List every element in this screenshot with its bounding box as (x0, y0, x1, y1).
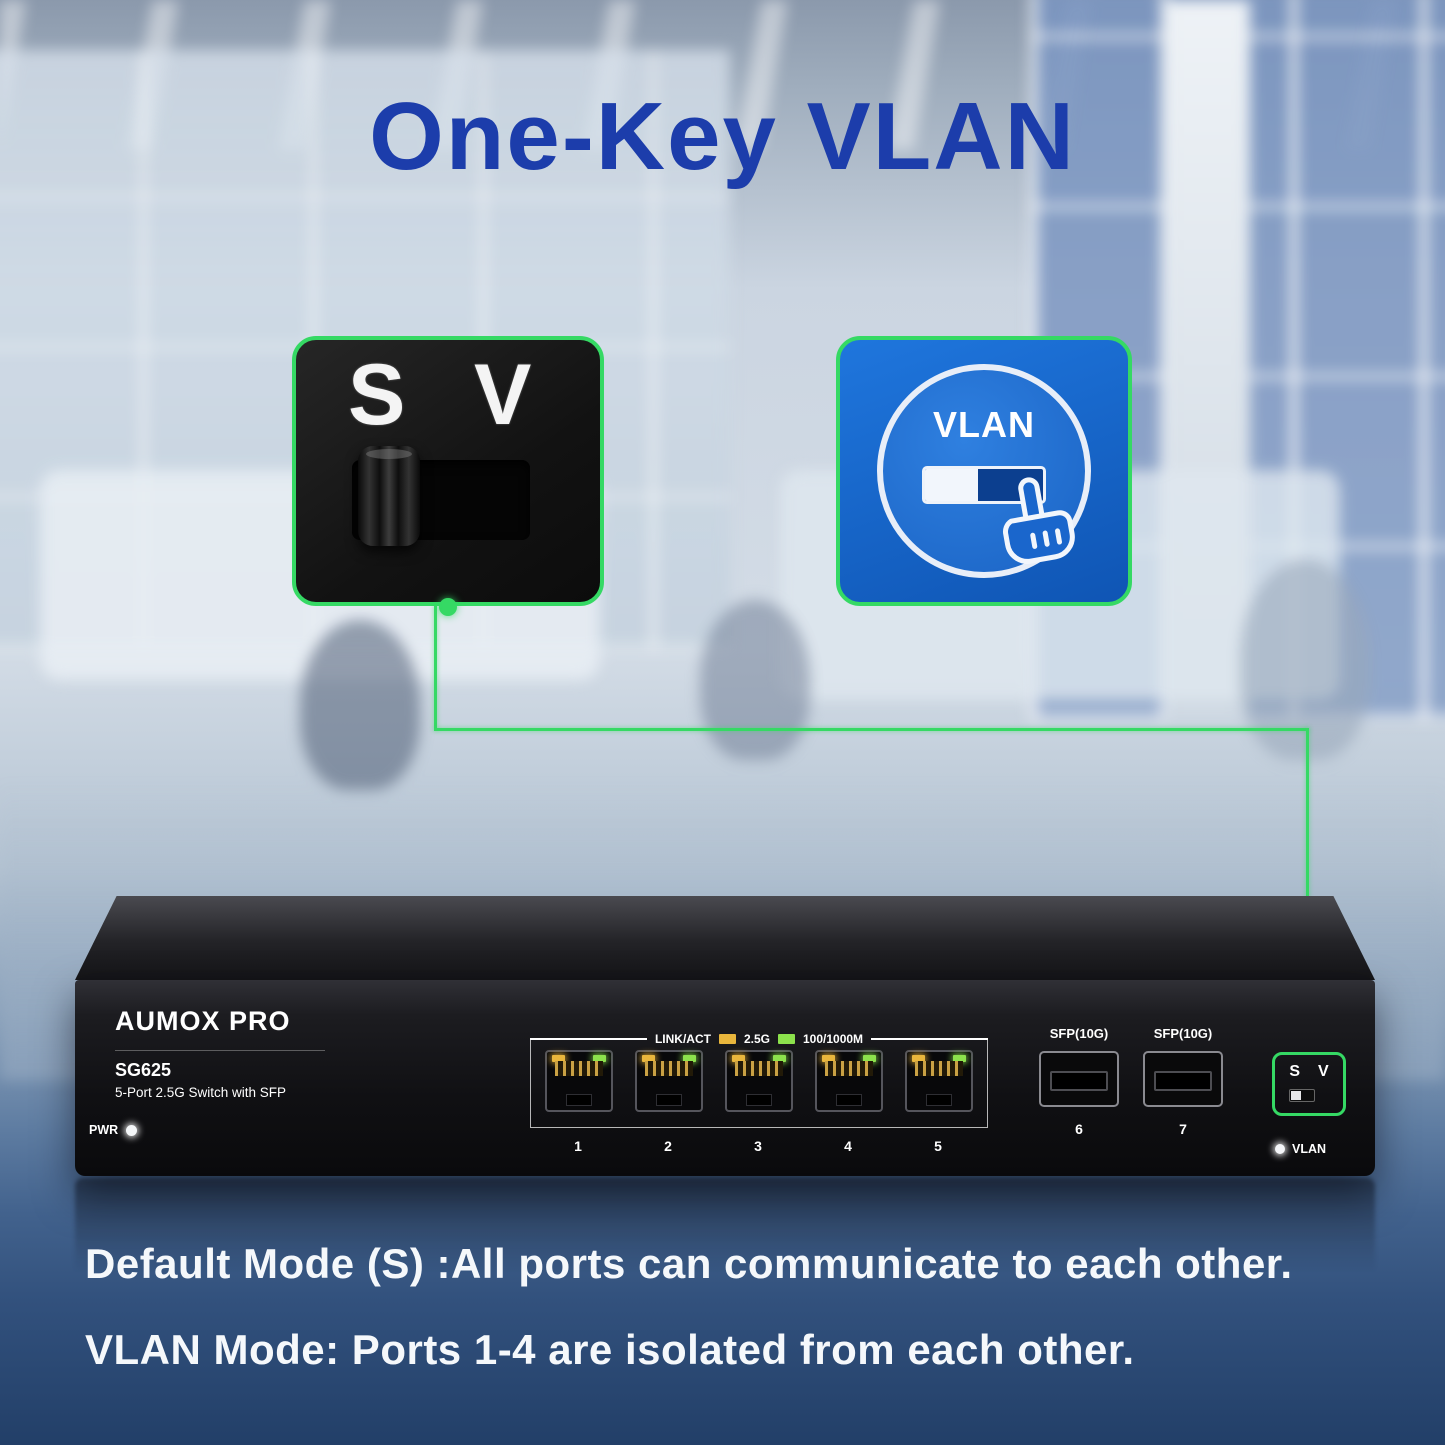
rj45-port-4 (815, 1050, 883, 1112)
s-mode-label: S (348, 347, 406, 443)
power-indicator: PWR (89, 1123, 138, 1137)
port-pins (915, 1061, 963, 1076)
sfp-slot (1039, 1051, 1119, 1107)
connector-line-vertical-1 (434, 606, 437, 730)
mode-switch-toggle (1289, 1089, 1315, 1102)
caption-line-2: VLAN Mode: Ports 1-4 are isolated from e… (85, 1326, 1135, 1373)
rj45-port-3 (725, 1050, 793, 1112)
port-led-amber (822, 1055, 835, 1062)
port-pins (735, 1061, 783, 1076)
sfp-slot (1143, 1051, 1223, 1107)
port-pins (555, 1061, 603, 1076)
model-text: SG625 (115, 1060, 172, 1080)
port-pins (645, 1061, 693, 1076)
connector-line-vertical-2 (1306, 728, 1309, 1054)
port-number: 1 (574, 1138, 582, 1154)
vlan-toggle-fill (925, 469, 979, 501)
port-notch (926, 1094, 952, 1106)
office-chair (1240, 560, 1370, 760)
office-chair (300, 620, 420, 790)
legend-line-right (871, 1038, 988, 1040)
sfp-label: SFP(10G) (1049, 1026, 1109, 1041)
v-mode-label: V (474, 347, 532, 443)
mode-switch-labels: S V (1275, 1063, 1343, 1081)
vlan-led-label: VLAN (1292, 1142, 1327, 1156)
port-led-amber (732, 1055, 745, 1062)
rj45-port-1 (545, 1050, 613, 1112)
port-notch (566, 1094, 592, 1106)
slide-switch-knob (358, 446, 420, 546)
connector-line-horizontal (434, 728, 1309, 731)
legend-line-left (530, 1038, 647, 1040)
switch-front-panel: AUMOX PRO SG625 5-Port 2.5G Switch with … (75, 980, 1375, 1176)
port-number: 4 (844, 1138, 852, 1154)
rj45-port-numbers: 1 2 3 4 5 (530, 1138, 988, 1154)
port-led-amber (552, 1055, 565, 1062)
port-led-green (593, 1055, 606, 1062)
port-number: 5 (934, 1138, 942, 1154)
vlan-toggle-icon (922, 466, 1046, 504)
speed-2-5g-label: 2.5G (743, 1032, 770, 1046)
port-led-amber (912, 1055, 925, 1062)
rj45-port-2 (635, 1050, 703, 1112)
device-reflection (75, 1178, 1375, 1288)
link-act-legend: LINK/ACT 2.5G 100/1000M (530, 1032, 988, 1046)
port-pins (825, 1061, 873, 1076)
sfp-port-6: SFP(10G) 6 (1027, 1026, 1131, 1137)
vlan-indicator: VLAN (1275, 1142, 1326, 1156)
vlan-circle-icon: VLAN (877, 364, 1091, 578)
port-notch (836, 1094, 862, 1106)
office-chair (700, 600, 810, 760)
port-notch (656, 1094, 682, 1106)
port-led-amber (642, 1055, 655, 1062)
model-description: 5-Port 2.5G Switch with SFP (115, 1085, 287, 1100)
mode-switch-v-label: V (1318, 1063, 1329, 1080)
legend-swatch-2-5g-icon (718, 1034, 736, 1044)
vlan-button-callout: VLAN (836, 336, 1132, 606)
port-led-green (863, 1055, 876, 1062)
vlan-icon-label: VLAN (933, 404, 1035, 445)
rj45-ports-row (531, 1038, 987, 1112)
connector-dot (439, 598, 457, 616)
sfp-port-number: 7 (1179, 1121, 1187, 1137)
rj45-ports-group (530, 1038, 988, 1128)
pwr-led (126, 1124, 138, 1136)
mode-switch-knob (1291, 1091, 1301, 1100)
port-notch (746, 1094, 772, 1106)
caption-line-1: Default Mode (S) :All ports can communic… (85, 1240, 1293, 1287)
sv-switch-closeup-callout: S V (292, 336, 604, 616)
rj45-port-5 (905, 1050, 973, 1112)
mode-switch-highlight: S V (1272, 1052, 1346, 1116)
switch-top-face (75, 896, 1375, 980)
sfp-port-number: 6 (1075, 1121, 1083, 1137)
page-title: One-Key VLAN (369, 83, 1076, 190)
port-led-green (683, 1055, 696, 1062)
vlan-led (1275, 1144, 1285, 1154)
port-led-green (953, 1055, 966, 1062)
caption: Default Mode (S) :All ports can communic… (85, 1240, 1293, 1374)
pwr-label: PWR (89, 1123, 119, 1137)
pointer-hand-icon (1002, 477, 1075, 564)
port-number: 3 (754, 1138, 762, 1154)
port-number: 2 (664, 1138, 672, 1154)
port-led-green (773, 1055, 786, 1062)
brand-text: AUMOX PRO (115, 1006, 291, 1036)
mode-switch-s-label: S (1289, 1063, 1300, 1080)
sfp-label: SFP(10G) (1153, 1026, 1213, 1041)
brand-divider (115, 1050, 325, 1051)
sfp-port-7: SFP(10G) 7 (1131, 1026, 1235, 1137)
speed-100-1000m-label: 100/1000M (802, 1032, 864, 1046)
legend-swatch-100-1000m-icon (777, 1034, 795, 1044)
link-act-label: LINK/ACT (654, 1032, 711, 1046)
